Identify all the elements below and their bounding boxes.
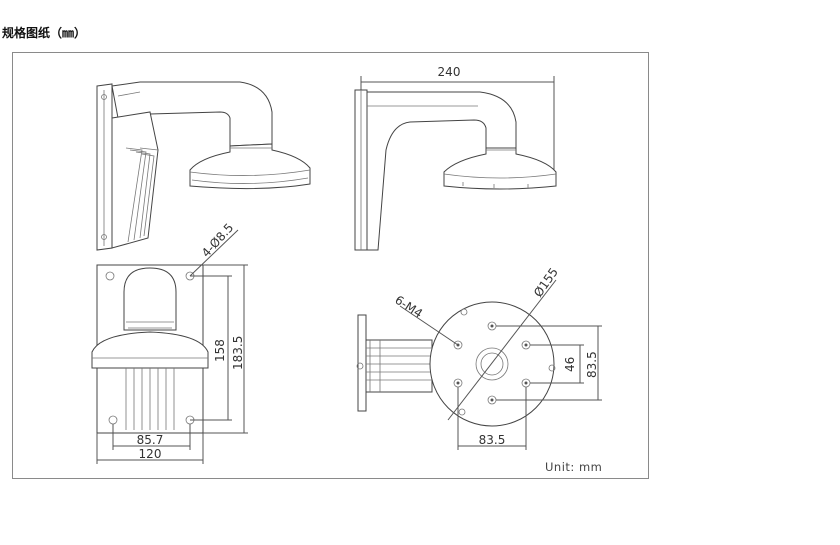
dim-front-height-outer: 183.5 [231, 336, 245, 370]
drawing-title: 规格图纸（㎜） [2, 26, 87, 40]
dim-base-diameter: Ø155 [531, 265, 561, 300]
dim-front-width-outer: 120 [139, 447, 162, 461]
side-view: 240 [354, 65, 557, 251]
dim-screw-spec: 6-M4 [392, 293, 425, 321]
dim-base-width: 83.5 [479, 433, 506, 447]
perspective-view [96, 81, 311, 251]
base-view: Ø155 6-M4 46 83.5 83.5 [356, 265, 602, 450]
dim-base-pcd-large: 83.5 [585, 351, 599, 378]
dim-hole-spec: 4-Ø8.5 [199, 221, 237, 260]
drawing-frame [12, 52, 649, 479]
dim-base-pcd-small: 46 [563, 357, 577, 372]
front-view: 4-Ø8.5 158 183.5 85.7 120 [91, 221, 248, 464]
dim-front-height-inner: 158 [213, 339, 227, 362]
dim-front-width-inner: 85.7 [137, 433, 164, 447]
dim-side-width: 240 [438, 65, 461, 79]
unit-label: Unit: mm [545, 460, 602, 474]
